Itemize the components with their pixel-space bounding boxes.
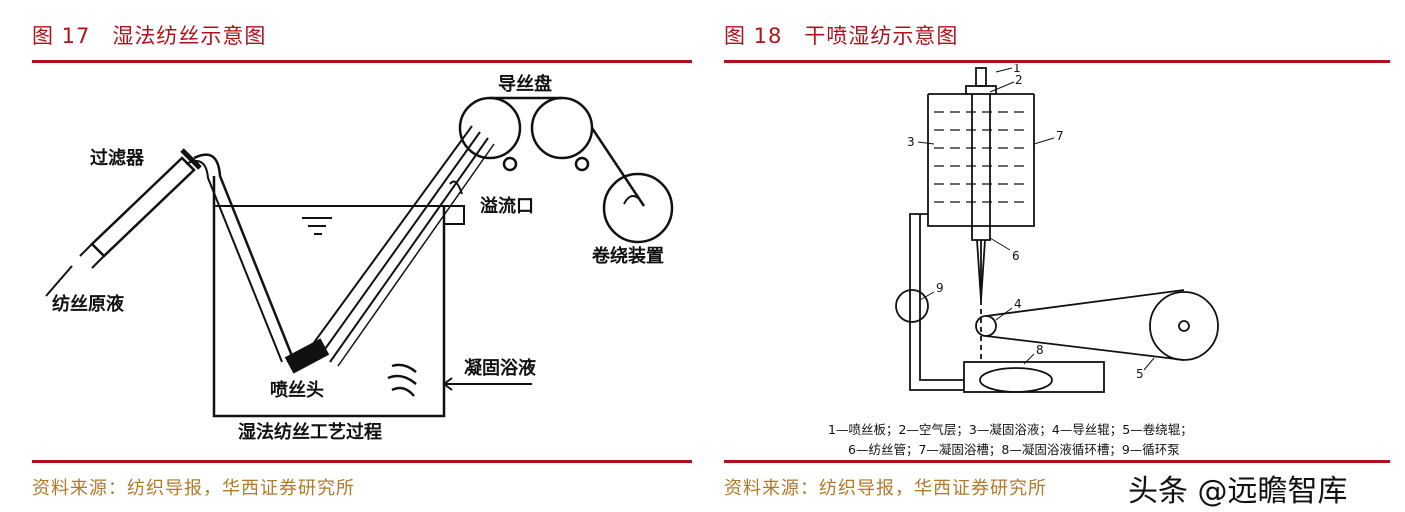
- winding-label: 卷绕装置: [591, 245, 664, 267]
- winding-roll-5: [1149, 291, 1219, 361]
- coagulation-tank: [212, 176, 446, 418]
- spinneret-plate: [975, 67, 987, 87]
- spinning-tube: [971, 94, 991, 241]
- label-3: 3: [907, 135, 915, 149]
- guide-disk-label: 导丝盘: [498, 73, 552, 95]
- winding-roll: [602, 172, 674, 244]
- spinneret-head: [284, 338, 330, 374]
- figure-17-source: 资料来源：纺织导报，华西证券研究所: [32, 478, 355, 499]
- coagulation-tank-7: [927, 94, 1035, 227]
- label-9: 9: [936, 281, 944, 295]
- figure-17-top-rule: [32, 60, 692, 63]
- label-2: 2: [1015, 73, 1023, 87]
- process-label: 湿法纺丝工艺过程: [238, 421, 382, 443]
- dope-pipe: [193, 153, 294, 357]
- figure-18-panel: 图 18 干喷湿纺示意图: [724, 0, 1392, 512]
- guide-roll-4: [975, 315, 997, 337]
- spinneret-label: 喷丝头: [270, 379, 324, 401]
- label-5: 5: [1136, 367, 1144, 381]
- figure-18-title: 图 18 干喷湿纺示意图: [724, 20, 958, 50]
- figure-17-title: 图 17 湿法纺丝示意图: [32, 20, 266, 50]
- circulation-pump-9: [895, 289, 929, 323]
- figure-17-number: 图 17: [32, 24, 91, 48]
- legend-line-1: 1—喷丝板；2—空气层；3—凝固浴液；4—导丝辊；5—卷绕辊；: [828, 422, 1193, 437]
- figure-17-panel: 图 17 湿法纺丝示意图: [32, 0, 694, 512]
- spinning-dope-label: 纺丝原液: [52, 293, 125, 315]
- circulation-trough-8: [963, 361, 1105, 393]
- figure-18-top-rule: [724, 60, 1390, 63]
- label-4: 4: [1014, 297, 1022, 311]
- label-8: 8: [1036, 343, 1044, 357]
- figure-18-number: 图 18: [724, 24, 783, 48]
- guide-disk-2: [530, 96, 594, 160]
- wet-spinning-diagram: 过滤器 纺丝原液 导丝盘 溢流口 卷绕装置 凝固浴液 喷丝头 湿法纺丝工艺过程: [45, 73, 674, 443]
- figure-18-source: 资料来源：纺织导报，华西证券研究所: [724, 478, 1047, 499]
- filter-body: [90, 156, 196, 258]
- coagulation-bath-label: 凝固浴液: [464, 357, 537, 379]
- label-6: 6: [1012, 249, 1020, 263]
- figure-18-bottom-rule: [724, 460, 1390, 463]
- figure-17-caption: 湿法纺丝示意图: [112, 24, 267, 48]
- figure-17-bottom-rule: [32, 460, 692, 463]
- figure-18-caption: 干喷湿纺示意图: [804, 24, 959, 48]
- label-1: 1: [1013, 64, 1021, 75]
- dry-jet-wet-spinning-diagram: 1 2 3 4 5 6 7 8 9 1—喷丝板；2—空气层；3—凝固浴液；4—导…: [828, 64, 1219, 457]
- watermark: 头条 @远瞻智库: [1128, 474, 1348, 509]
- overflow-label: 溢流口: [480, 195, 534, 217]
- label-7: 7: [1056, 129, 1064, 143]
- filter-label: 过滤器: [90, 147, 145, 169]
- legend-line-2: 6—纺丝管；7—凝固浴槽；8—凝固浴液循环槽；9—循环泵: [848, 442, 1180, 457]
